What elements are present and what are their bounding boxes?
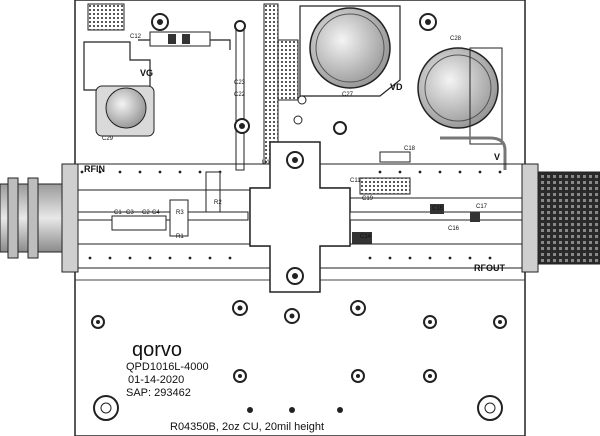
label-r2: R2 [214, 200, 222, 206]
label-c29: C29 [102, 136, 114, 142]
label-c22: C22 [234, 92, 246, 98]
label-vg: VG [140, 68, 153, 78]
component-smd-1 [168, 34, 176, 44]
label-vd: VD [390, 82, 403, 92]
transistor-heatsink-outline [249, 141, 351, 293]
label-c4: C4 [152, 210, 160, 216]
mount-hole-2-center [425, 19, 431, 25]
label-c18: C18 [404, 146, 416, 152]
board-date: 01-14-2020 [128, 374, 184, 386]
label-c23: C23 [234, 80, 246, 86]
label-c27: C27 [342, 92, 354, 98]
component-c14 [352, 232, 372, 244]
label-rfout: RFOUT [474, 263, 505, 273]
via-column-center [263, 3, 279, 165]
label-c11: C11 [350, 178, 361, 184]
via-hole-1 [234, 20, 246, 32]
label-c28: C28 [450, 36, 462, 42]
via-hole-2 [293, 115, 303, 125]
capacitor-c27 [309, 7, 391, 89]
label-v: V [494, 152, 500, 162]
rf-output-connector [521, 163, 600, 273]
via-hole-3 [333, 121, 347, 135]
label-c1: C1 [114, 210, 122, 216]
capacitor-c28 [417, 47, 499, 129]
label-r1: R1 [176, 234, 184, 240]
flange-screw-top-center [292, 157, 298, 163]
component-c17 [470, 212, 480, 222]
drain-wire [440, 136, 507, 170]
label-c17: C17 [476, 204, 488, 210]
via-row-upper [80, 170, 502, 174]
label-r3: R3 [176, 210, 184, 216]
mount-hole-1-center [157, 19, 163, 25]
label-c3: C3 [126, 210, 134, 216]
label-c15: C15 [432, 206, 444, 212]
capacitor-c29-top [105, 87, 147, 129]
drain-bias-pad [379, 151, 411, 163]
input-match-pad [111, 215, 167, 231]
label-c19: C19 [362, 196, 374, 202]
vg-pad [83, 41, 151, 91]
gate-bias-components [149, 31, 211, 47]
capacitor-c28-pad [469, 47, 503, 145]
board-sap: SAP: 293462 [126, 387, 191, 399]
bottom-mount-holes [91, 300, 507, 421]
component-c15 [430, 204, 444, 214]
board-part-number: QPD1016L-4000 [126, 361, 209, 373]
via-row-lower [88, 256, 492, 260]
component-smd-2 [182, 34, 190, 44]
label-c12: C12 [130, 34, 142, 40]
label-c2: C2 [142, 210, 150, 216]
rf-input-connector [0, 163, 79, 273]
gate-trace-vertical [235, 29, 245, 171]
capacitor-c27-ring [315, 13, 385, 83]
mount-hole-3-center [239, 123, 245, 129]
qorvo-logo: qorvo [132, 339, 182, 361]
label-rfin: RFIN [84, 164, 105, 174]
output-via-block [359, 177, 411, 195]
label-c16: C16 [448, 226, 460, 232]
board-material: R04350B, 2oz CU, 20mil height [170, 421, 324, 433]
label-c14: C14 [360, 234, 372, 240]
via-block-center [277, 39, 299, 101]
label-u1: U1 [262, 160, 270, 166]
capacitor-c28-ring [424, 54, 492, 122]
via-block-top-left [87, 3, 125, 31]
via-hole-4 [297, 95, 307, 105]
flange-screw-bottom-center [292, 273, 298, 279]
gate-feed [205, 171, 221, 213]
input-stub [169, 199, 189, 237]
